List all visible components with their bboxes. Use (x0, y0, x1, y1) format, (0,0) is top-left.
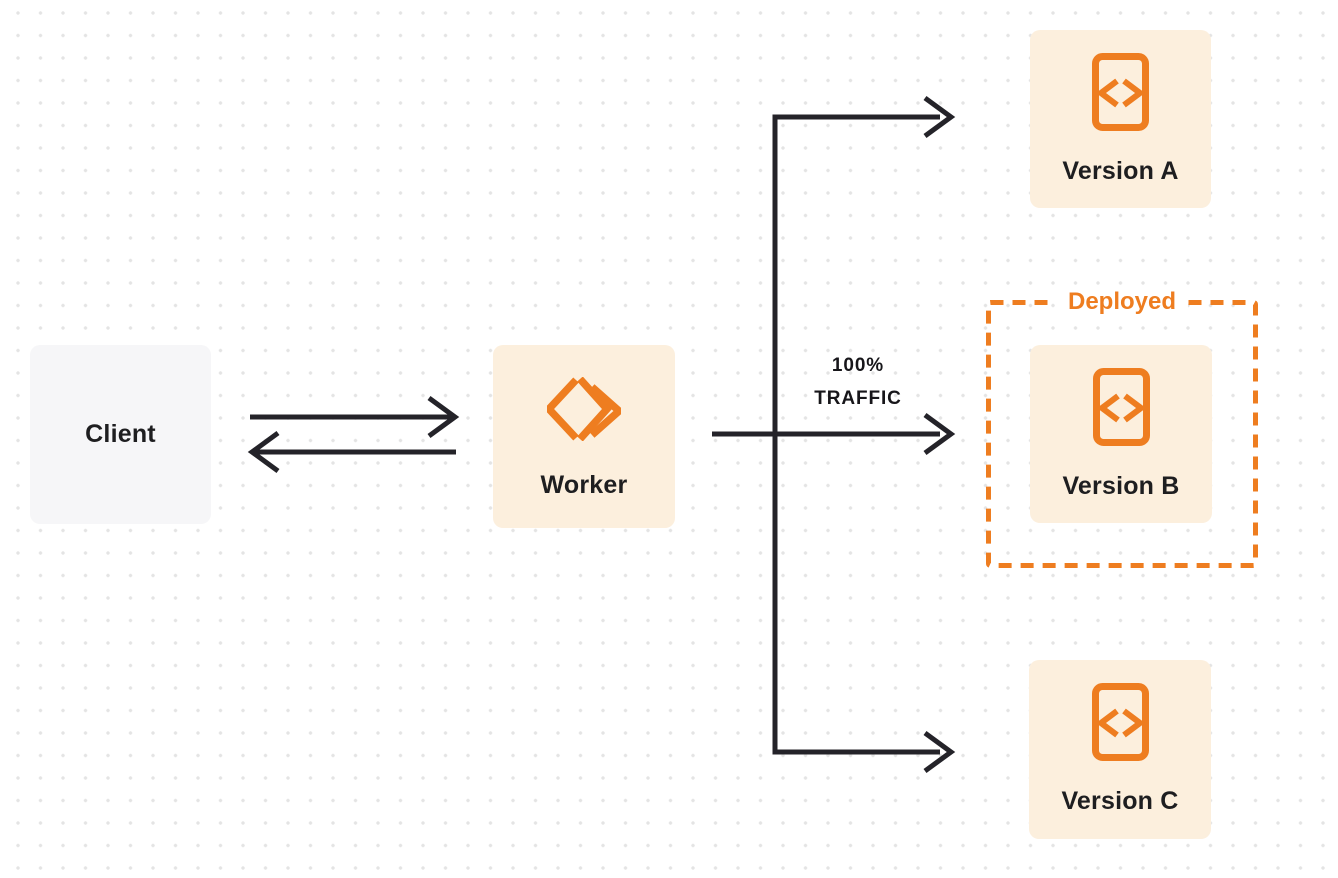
worker-node: Worker (493, 345, 675, 528)
deployed-label: Deployed (986, 288, 1258, 316)
version-a-node: Version A (1030, 30, 1211, 208)
worker-label: Worker (540, 471, 628, 499)
version-c-label: Version C (1061, 787, 1179, 815)
code-file-icon (1092, 52, 1149, 131)
version-a-label: Version A (1062, 156, 1179, 185)
code-file-icon (1091, 683, 1149, 761)
workers-logo-icon (547, 377, 621, 441)
code-file-icon (1092, 367, 1150, 446)
arrowhead-left-icon (247, 430, 280, 474)
version-c-node: Version C (1029, 660, 1211, 839)
client-label: Client (85, 420, 156, 448)
traffic-word: TRAFFIC (814, 388, 902, 409)
arrowhead-version-b-icon (923, 412, 956, 456)
version-b-label: Version B (1062, 471, 1180, 500)
arrowhead-version-a-icon (923, 95, 956, 139)
version-b-node: Version B (1030, 345, 1212, 523)
traffic-label: 100% TRAFFIC (788, 349, 928, 415)
arrowhead-right-icon (427, 395, 460, 439)
traffic-percent: 100% (831, 355, 885, 376)
arrowhead-version-c-icon (923, 730, 956, 774)
client-node: Client (30, 345, 211, 524)
